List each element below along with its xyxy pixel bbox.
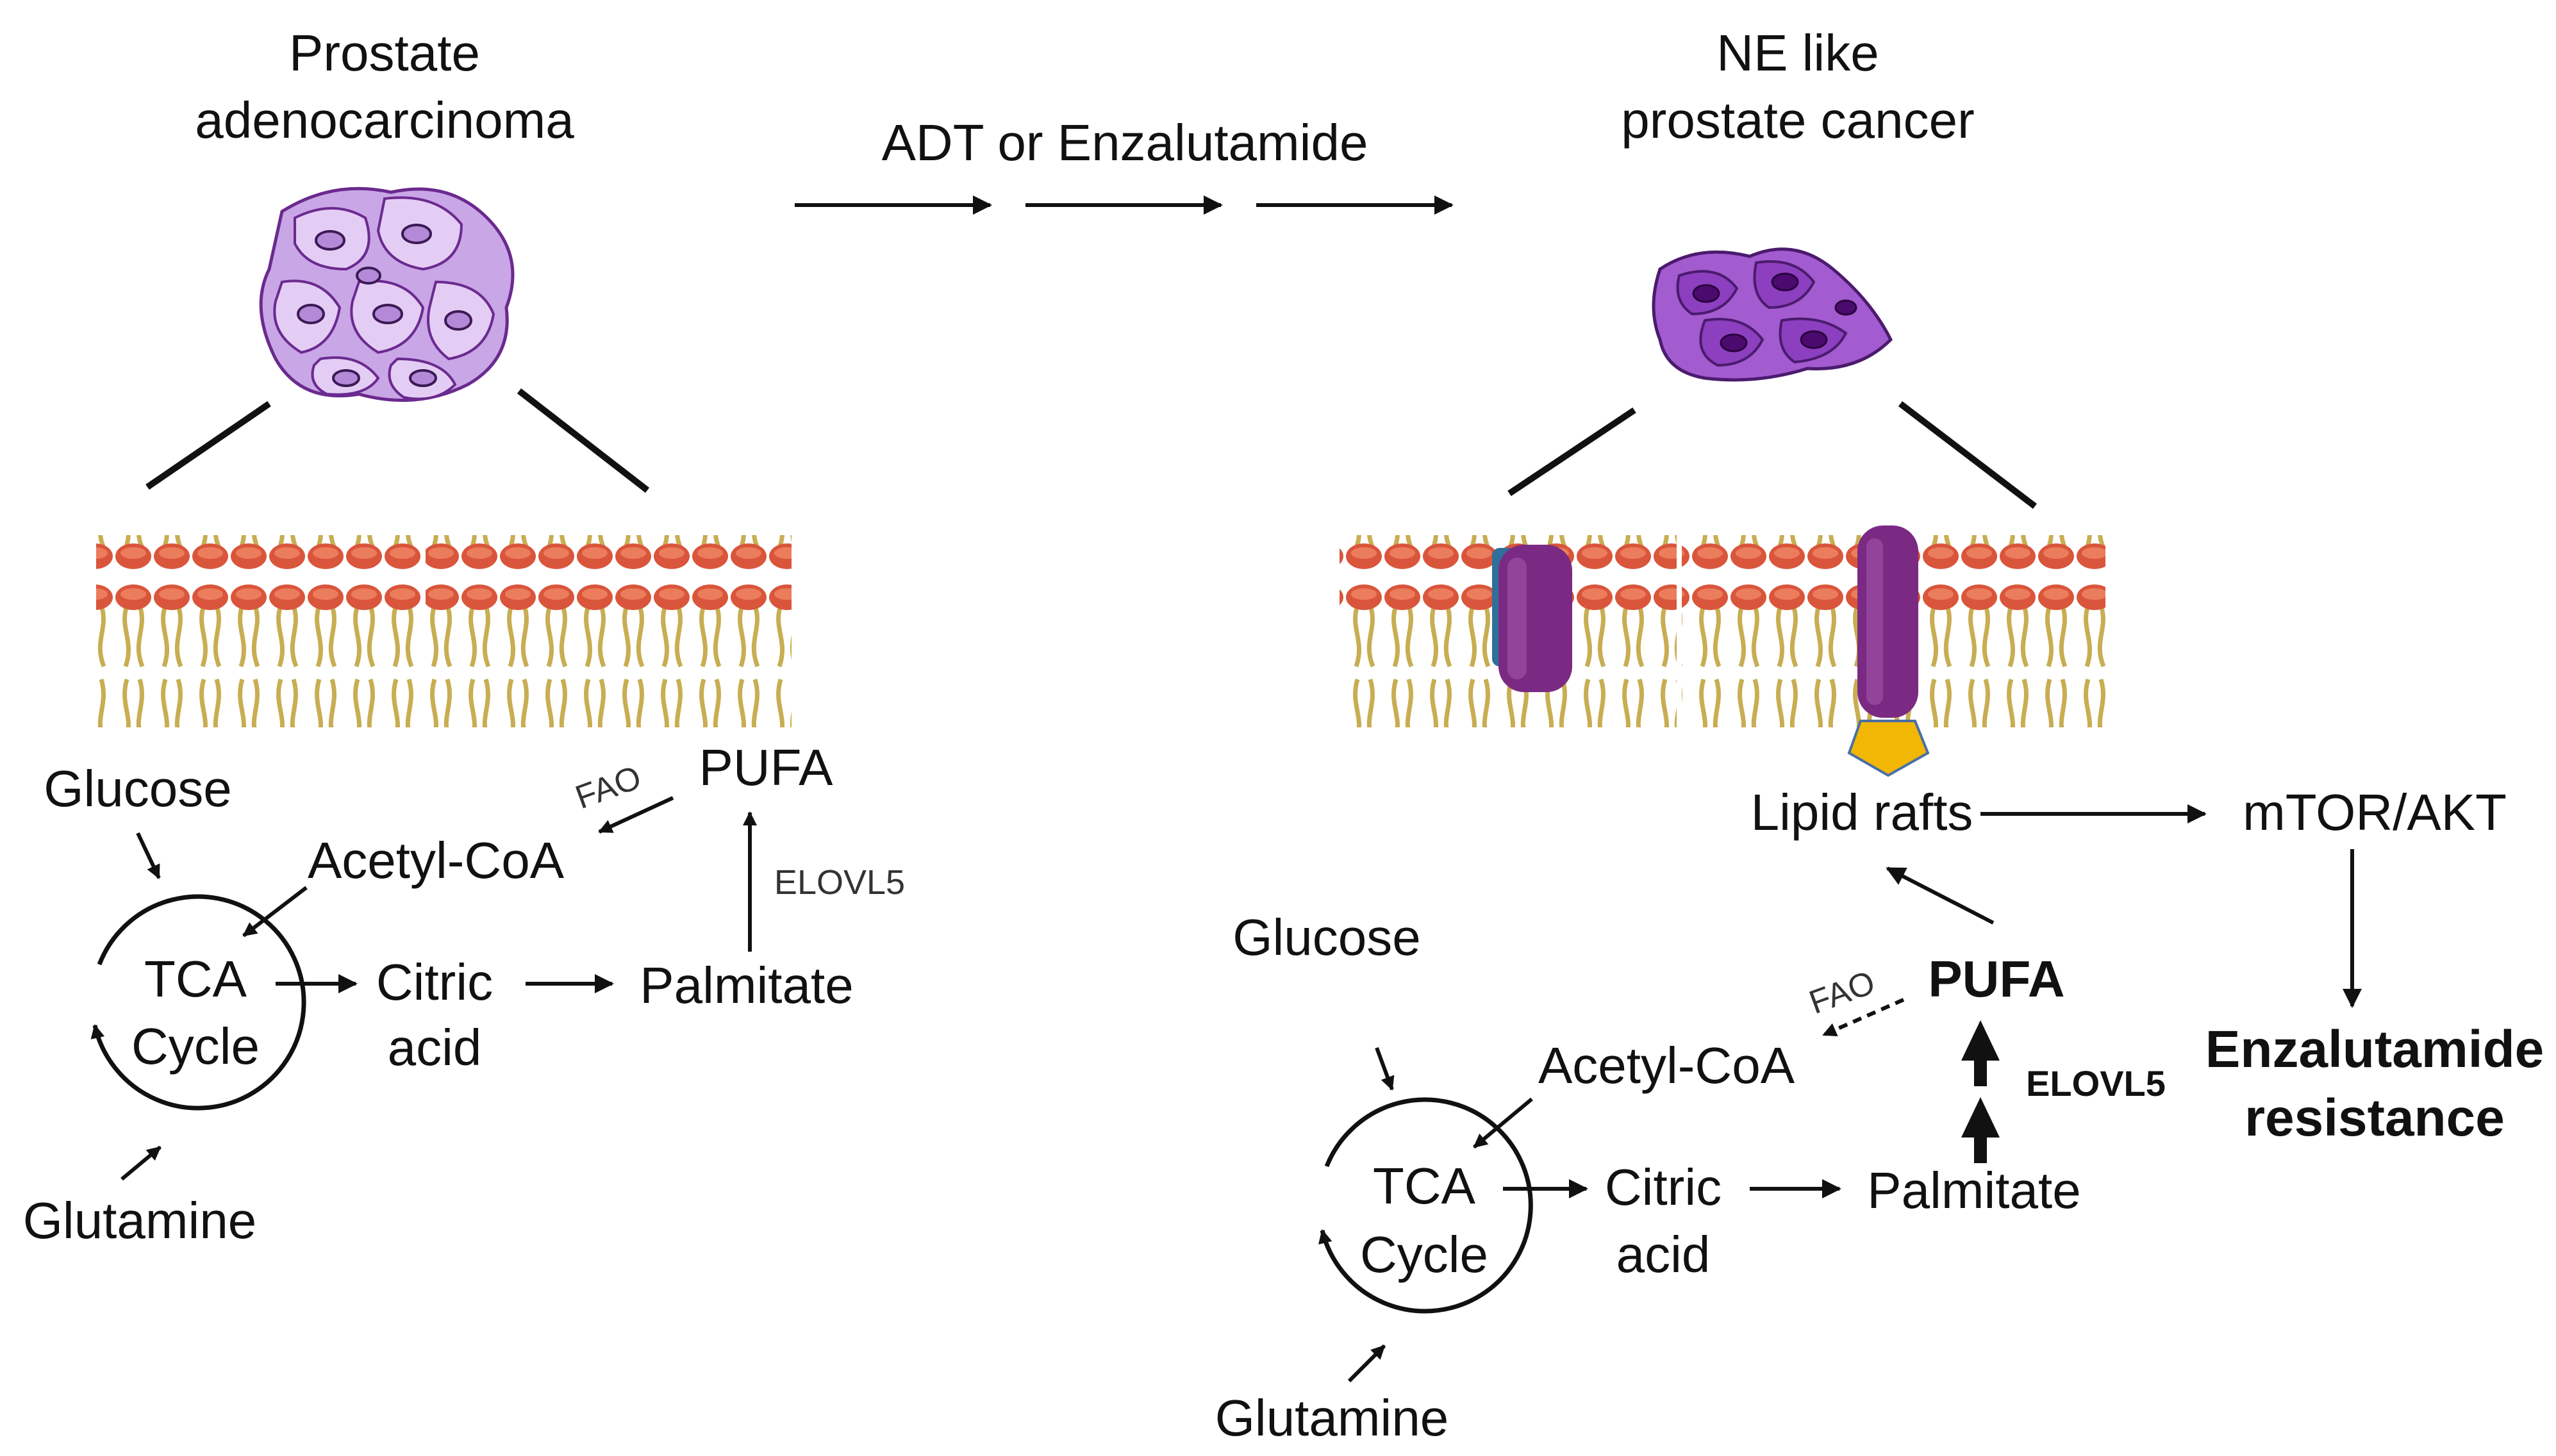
right-arrow-pufa-lipid-rafts [1886, 866, 1995, 925]
right-title-line1: NE like [1716, 24, 1879, 81]
left-arrow-pufa-acetyl [598, 796, 674, 834]
treatment-label: ADT or Enzalutamide [882, 114, 1368, 171]
left-arrow-glucose-tca [136, 832, 161, 879]
left-palmitate: Palmitate [640, 957, 853, 1014]
membrane-protein-left [1492, 545, 1572, 692]
left-cycle-label: Cycle [131, 1018, 260, 1075]
left-citric: Citric [376, 954, 493, 1011]
right-acetyl-coa: Acetyl-CoA [1538, 1037, 1795, 1094]
right-mtor-akt: mTOR/AKT [2243, 784, 2507, 841]
left-tca-label: TCA [144, 950, 247, 1007]
left-acid: acid [388, 1019, 482, 1076]
right-fao: FAO [1804, 964, 1880, 1022]
zoom-line-right-a [1507, 407, 1636, 497]
zoom-line-right-b [1898, 401, 2037, 509]
right-tca-label: TCA [1373, 1157, 1476, 1214]
right-arrow-glucose-tca [1375, 1046, 1395, 1091]
left-pufa: PUFA [699, 739, 834, 796]
zoom-line-left-a [145, 401, 271, 490]
left-fao: FAO [570, 759, 646, 816]
right-tca-cycle: TCA Cycle [1318, 1097, 1533, 1314]
left-glutamine: Glutamine [23, 1192, 257, 1249]
right-citric: Citric [1605, 1159, 1722, 1216]
right-cycle-label: Cycle [1360, 1226, 1488, 1283]
right-arrow-glutamine-tca [1347, 1344, 1386, 1383]
right-title-line2: prostate cancer [1621, 92, 1974, 149]
right-glucose: Glucose [1232, 909, 1420, 966]
left-glucose: Glucose [44, 760, 231, 817]
left-title-line2: adenocarcinoma [195, 92, 574, 149]
left-arrow-glutamine-tca [120, 1145, 162, 1181]
right-pufa: PUFA [1928, 950, 2064, 1007]
lipid-raft-receptor [1857, 525, 1918, 718]
ne-like-cell-cluster [1652, 247, 1893, 382]
right-arrow-acetyl-tca [1473, 1097, 1533, 1149]
right-palmitate: Palmitate [1867, 1162, 2080, 1219]
left-arrow-acetyl-tca [242, 886, 308, 938]
left-tca-cycle: TCA Cycle [90, 894, 306, 1111]
right-lipid-rafts: Lipid rafts [1751, 784, 1973, 841]
membrane-bilayer-left [96, 535, 792, 727]
right-elovl5-upregulation-arrows [1961, 1020, 2000, 1163]
right-acid: acid [1616, 1226, 1711, 1283]
zoom-line-left-b [517, 388, 650, 493]
resistance-line2: resistance [2245, 1089, 2505, 1147]
right-elovl5: ELOVL5 [2026, 1063, 2166, 1104]
left-acetyl-coa: Acetyl-CoA [308, 832, 565, 889]
resistance-line1: Enzalutamide [2205, 1020, 2544, 1079]
left-elovl5: ELOVL5 [774, 863, 905, 902]
ligand-pentagon-icon [1847, 720, 1930, 777]
membrane-bilayer-right [1340, 535, 2105, 727]
right-glutamine: Glutamine [1215, 1389, 1449, 1446]
left-title-line1: Prostate [289, 24, 480, 81]
adenocarcinoma-cluster [259, 186, 515, 402]
